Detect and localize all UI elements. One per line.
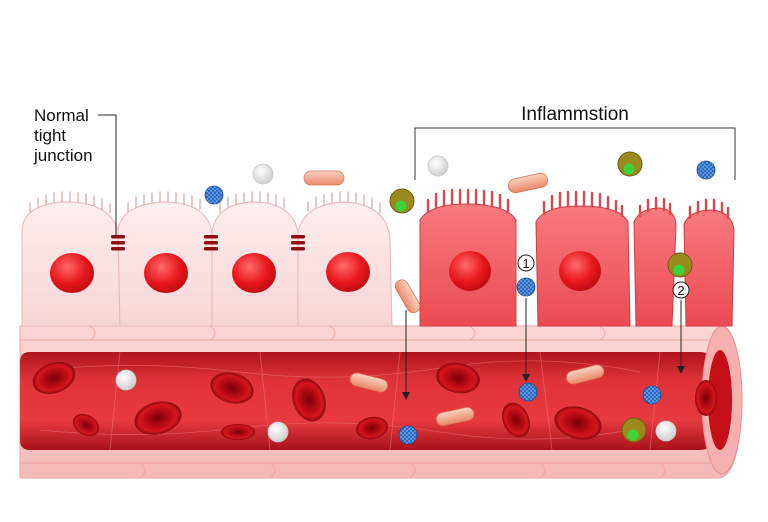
nucleus <box>232 253 276 293</box>
blue-particle-icon <box>642 385 662 405</box>
red-blood-cell-icon <box>134 401 182 435</box>
normal-cell <box>211 201 299 327</box>
normal-epithelium <box>21 191 393 327</box>
rod-bacterium-icon <box>566 364 605 385</box>
immune-cell-icon <box>617 151 643 177</box>
rod-bacterium-icon <box>394 279 421 314</box>
normal-cell <box>21 201 121 327</box>
inflamed-cell <box>683 209 735 327</box>
rod-bacterium-icon <box>303 170 345 186</box>
red-blood-cell-icon <box>554 406 602 440</box>
label-line: tight <box>34 126 66 145</box>
normal-cell <box>297 201 393 327</box>
immune-cell-icon <box>621 417 647 443</box>
vessel-lumen <box>20 352 724 450</box>
pathway-marker-2: 2 <box>672 281 690 299</box>
blue-particle-icon <box>398 425 418 445</box>
red-blood-cell-icon <box>32 362 76 394</box>
inflamed-cell <box>419 203 517 327</box>
inflammation-title: Inflammstion <box>521 104 629 125</box>
red-blood-cell-icon <box>221 424 255 440</box>
normal-cell <box>117 201 213 327</box>
label-line: junction <box>33 146 93 165</box>
rod-bacterium-icon <box>349 372 388 393</box>
normal-microvilli <box>29 191 381 214</box>
inflammation-label: Inflammstion <box>414 104 736 180</box>
nucleus <box>449 251 491 291</box>
rod-bacterium-icon <box>435 406 475 426</box>
tight-junction <box>204 235 218 251</box>
inflamed-cell <box>633 207 677 327</box>
lumen-particles <box>204 151 716 314</box>
pathway-number: 1 <box>522 256 529 271</box>
blue-particle-icon <box>204 185 224 205</box>
white-particle-icon <box>267 421 289 443</box>
nucleus <box>144 253 188 293</box>
blood-vessel <box>19 325 743 479</box>
blue-particle-icon <box>516 277 536 297</box>
red-blood-cell-icon <box>436 362 480 394</box>
inflamed-epithelium <box>419 188 735 327</box>
red-blood-cell-icon <box>292 378 326 422</box>
red-blood-cell-icon <box>72 413 100 437</box>
immune-cell-icon <box>667 252 693 278</box>
immune-cell-icon <box>389 188 415 214</box>
rod-bacterium-icon <box>507 172 549 194</box>
inflamed-microvilli <box>426 188 730 220</box>
tight-junction <box>291 235 305 251</box>
blood-contents <box>32 362 717 445</box>
pathway-marker-1: 1 <box>517 254 535 272</box>
red-blood-cell-icon <box>356 416 388 440</box>
red-blood-cell-icon <box>210 372 254 404</box>
white-particle-icon <box>427 155 449 177</box>
nucleus <box>326 252 370 292</box>
red-blood-cell-icon <box>695 380 717 416</box>
tight-junctions <box>111 235 305 251</box>
vessel-wall-cells <box>20 325 715 479</box>
red-blood-cell-icon <box>501 402 531 438</box>
blue-particle-icon <box>696 160 716 180</box>
label-leader-line <box>98 114 117 236</box>
nucleus <box>50 253 94 293</box>
white-particle-icon <box>655 420 677 442</box>
white-particle-icon <box>115 369 137 391</box>
inflammation-bracket <box>414 127 736 180</box>
nucleus <box>559 251 601 291</box>
leak-arrows <box>402 298 685 400</box>
blue-particle-icon <box>518 382 538 402</box>
inflamed-cell <box>535 205 631 327</box>
normal-tight-junction-label: Normal tight junction <box>33 106 117 236</box>
pathway-number: 2 <box>677 283 684 298</box>
label-line: Normal <box>34 106 89 125</box>
white-particle-icon <box>252 163 274 185</box>
tight-junction <box>111 235 125 251</box>
